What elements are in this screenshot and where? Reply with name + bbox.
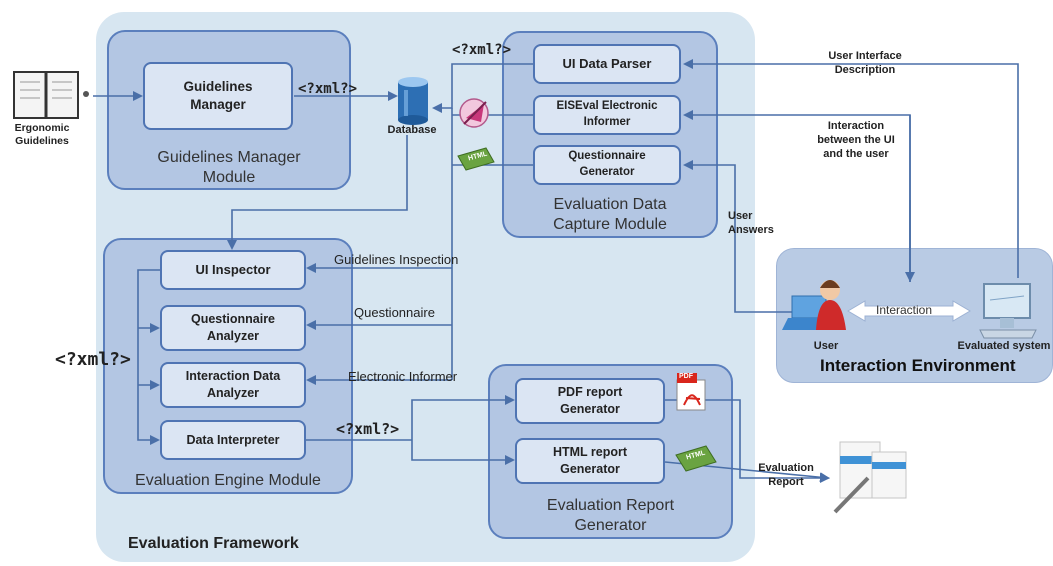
pdf-report-generator-box: PDF report Generator: [515, 378, 665, 424]
informer-icon: [459, 98, 489, 128]
data-interpreter-box: Data Interpreter: [160, 420, 306, 460]
engine-internal-bracket: [137, 269, 160, 445]
html-report-generator-box: HTML report Generator: [515, 438, 665, 484]
arrow-to-html-generator: [411, 440, 515, 465]
electronic-informer-box: EISEval Electronic Informer: [533, 95, 681, 135]
pdf-badge-text: PDF: [679, 373, 693, 380]
interaction-ui-user-label: Interaction between the UI and the user: [817, 120, 895, 160]
arrow-user-answers: [683, 160, 815, 313]
html-tag-icon-report: [675, 445, 717, 472]
user-answers-label: User Answers: [728, 210, 774, 236]
user-label: User: [813, 340, 839, 352]
computer-icon: [979, 283, 1037, 339]
user-icon: [782, 280, 846, 330]
capture-module-label: Evaluation Data Capture Module: [553, 196, 667, 233]
database-icon: [398, 77, 428, 125]
html-tag-icon-capture: [457, 147, 495, 171]
xml-tag-database: <?xml?>: [298, 81, 358, 97]
arrow-parser-to-database: [432, 63, 533, 113]
evaluated-system-label: Evaluated system: [957, 340, 1051, 352]
environment-title: Interaction Environment: [820, 356, 1016, 375]
xml-tag-capture: <?xml?>: [452, 42, 512, 58]
arrow-ui-description: [683, 59, 1019, 278]
questionnaire-flow-label: Questionnaire: [354, 305, 435, 320]
report-documents-icon: [833, 441, 907, 514]
database-label: Database: [387, 124, 437, 136]
guidelines-inspection-label: Guidelines Inspection: [334, 252, 459, 267]
engine-module-label: Evaluation Engine Module: [135, 472, 321, 489]
ui-description-label: User Interface Description: [828, 50, 902, 76]
xml-tag-report: <?xml?>: [336, 420, 400, 438]
interaction-double-arrow: [847, 300, 971, 322]
ergonomic-guidelines-label: Ergonomic Guidelines: [14, 122, 70, 148]
questionnaire-analyzer-box: Questionnaire Analyzer: [160, 305, 306, 351]
interaction-label: Interaction: [876, 303, 933, 317]
arrow-database-to-inspector: [227, 135, 408, 250]
xml-tag-engine: <?xml?>: [55, 349, 131, 370]
electronic-informer-flow-label: Electronic Informer: [348, 369, 458, 384]
guidelines-module-label: Guidelines Manager Module: [157, 149, 301, 186]
arrow-to-pdf-generator: [411, 395, 515, 440]
evaluation-report-label: Evaluation Report: [758, 462, 814, 488]
guidelines-manager-box: Guidelines Manager: [143, 62, 293, 130]
ui-inspector-box: UI Inspector: [160, 250, 306, 290]
framework-title: Evaluation Framework: [128, 535, 299, 552]
book-icon: [13, 71, 89, 119]
questionnaire-generator-box: Questionnaire Generator: [533, 145, 681, 185]
ui-data-parser-box: UI Data Parser: [533, 44, 681, 84]
interaction-data-analyzer-box: Interaction Data Analyzer: [160, 362, 306, 408]
pdf-icon: [676, 373, 706, 411]
report-module-label: Evaluation Report Generator: [546, 497, 675, 534]
